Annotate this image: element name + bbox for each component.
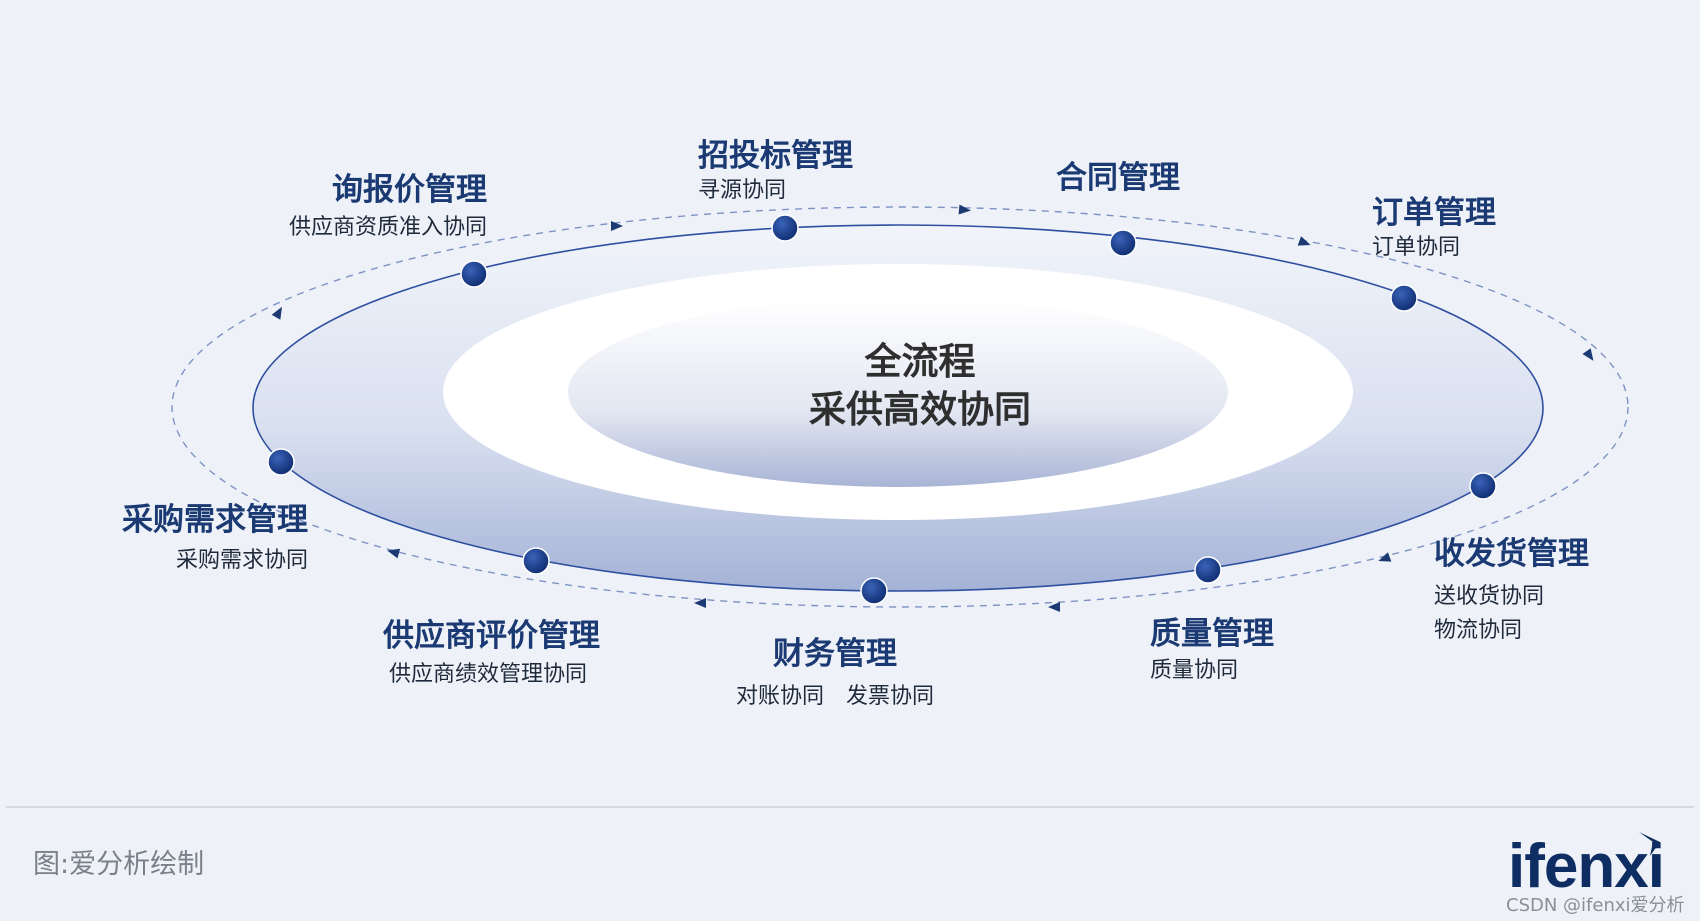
node-dot-contract [1109,229,1137,257]
node-dot-demand [267,448,295,476]
orbit-arrow-3 [1297,236,1311,246]
node-label-order: 订单管理 订单协同 [1372,195,1496,263]
node-label-quality: 质量管理 质量协同 [1150,616,1274,686]
node-sub: 订单协同 [1372,235,1461,260]
node-title: 合同管理 [1056,160,1180,196]
node-label-evaluation: 供应商评价管理 供应商绩效管理协同 [383,618,600,690]
node-sub: 供应商资质准入协同 [288,215,487,240]
node-sub: 采购需求协同 [175,548,308,573]
node-title: 采购需求管理 [122,502,308,538]
node-dot-inquiry [460,260,488,288]
orbit-arrow-8 [387,548,401,559]
node-dot-finance [860,577,888,605]
node-title: 招投标管理 [698,138,853,174]
node-dot-shipping [1469,472,1497,500]
node-sub: 送收货协同 [1434,584,1545,609]
center-line-1: 全流程 [864,340,976,383]
figure-caption: 图:爱分析绘制 [33,849,205,880]
orbit-arrow-6 [1048,602,1060,612]
node-title: 财务管理 [773,636,897,672]
logo-swoosh-icon [1639,832,1660,856]
orbit-arrow-5 [1378,552,1392,562]
node-sub: 对账协同 发票协同 [735,684,934,709]
node-label-shipping: 收发货管理 送收货协同 物流协同 [1434,536,1589,646]
node-title: 询报价管理 [332,172,487,208]
node-sub: 质量协同 [1150,658,1239,683]
node-dot-quality [1194,556,1222,584]
ifenxi-logo: ifenxi [1508,832,1665,901]
node-label-demand: 采购需求管理 采购需求协同 [113,502,308,576]
footer-divider [6,806,1694,808]
outer-dashed-orbit [171,206,1629,608]
node-dot-bidding [771,214,799,242]
node-label-bidding: 招投标管理 寻源协同 [698,138,853,206]
orbit-arrow-2 [958,204,971,215]
center-label: 全流程 采供高效协同 [720,338,1120,434]
node-sub: 物流协同 [1434,618,1523,643]
node-sub: 供应商绩效管理协同 [389,662,588,687]
node-title: 供应商评价管理 [383,618,600,654]
node-label-inquiry: 询报价管理 [327,172,487,208]
orbit-arrow-1 [611,221,623,231]
center-line-2: 采供高效协同 [809,388,1031,431]
orbit-nodes [267,214,1497,605]
node-dot-order [1390,284,1418,312]
node-title: 质量管理 [1150,616,1274,652]
orbit-arrow-7 [694,598,706,608]
orbit-arrow-9 [271,306,282,320]
center-disc [568,297,1228,487]
watermark: CSDN @ifenxi爱分析 [1506,895,1685,916]
node-subs-inquiry: 供应商资质准入协同 [262,213,487,243]
node-label-contract: 合同管理 [1056,160,1180,196]
node-label-finance: 财务管理 对账协同 发票协同 [735,636,935,712]
node-title: 收发货管理 [1434,536,1589,572]
node-title: 订单管理 [1372,195,1496,231]
node-dot-evaluation [522,547,550,575]
node-sub: 寻源协同 [698,178,787,203]
orbit-arrows [271,204,1594,612]
orbit-arrow-4 [1582,348,1594,361]
